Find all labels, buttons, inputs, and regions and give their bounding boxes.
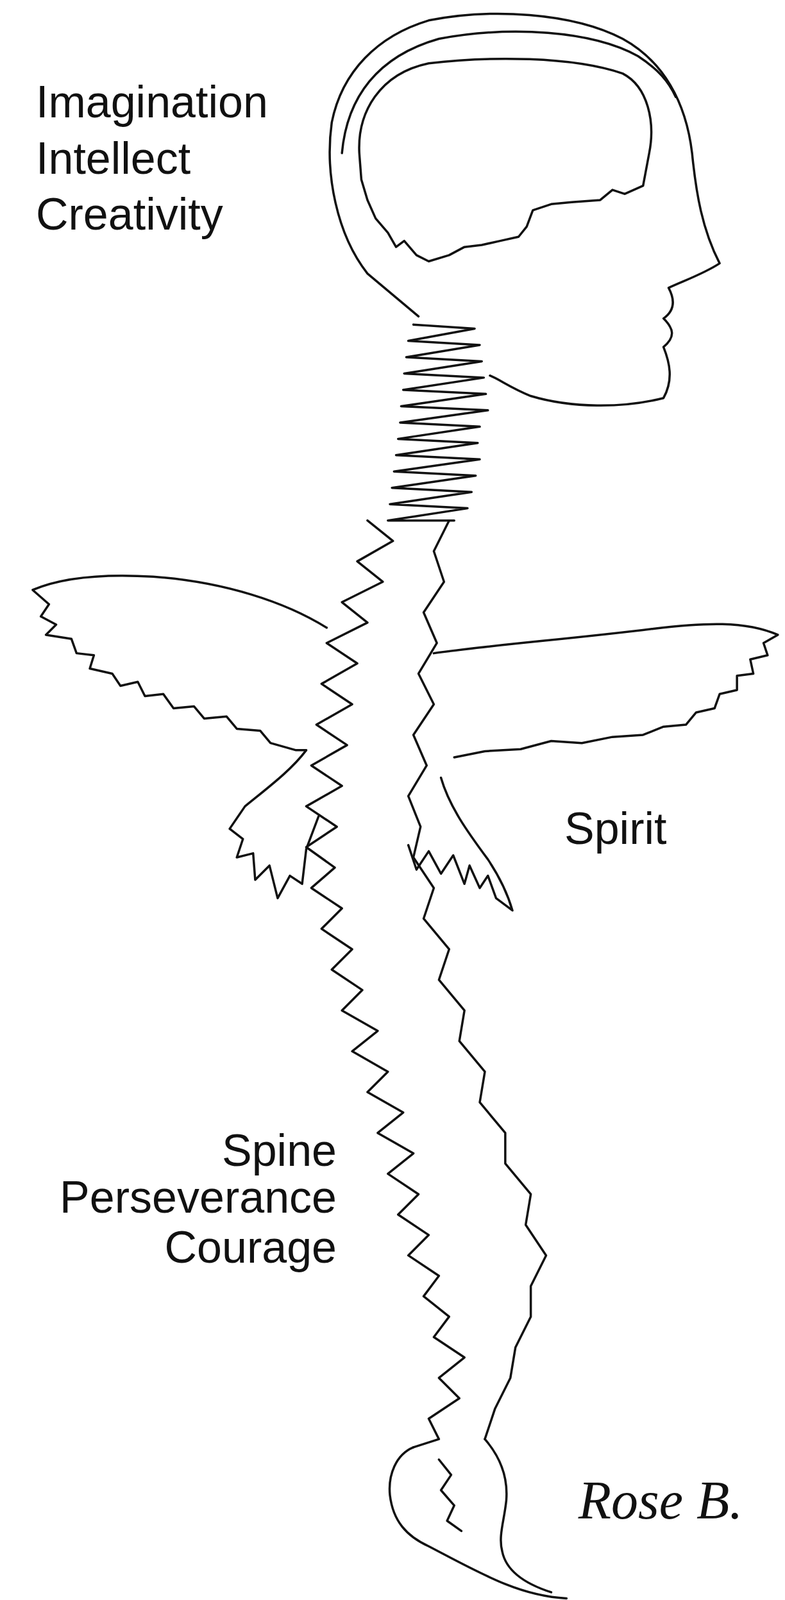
spine-left-edge [305, 520, 465, 1448]
faculty-label: Creativity [35, 189, 224, 240]
spirit-label: Spirit [564, 804, 667, 854]
left-wing [32, 575, 327, 751]
neck-vertebrae [388, 324, 489, 521]
faculty-label: Intellect [35, 134, 191, 184]
right-wing [433, 624, 778, 758]
left-arm [229, 750, 319, 899]
foot-detail [438, 1459, 462, 1531]
skull-inner-line [341, 31, 676, 153]
virtue-label: Perseverance [59, 1173, 337, 1223]
spine-right-edge [408, 520, 547, 1440]
brain-outline [359, 59, 651, 262]
right-arm [408, 777, 513, 911]
artist-signature: Rose B. [578, 1471, 744, 1531]
spine-label: Spine [221, 1126, 337, 1176]
head-outline [329, 14, 720, 406]
virtue-label: Courage [164, 1223, 337, 1273]
faculty-label: Imagination [35, 77, 269, 127]
foot-outline [389, 1439, 567, 1599]
